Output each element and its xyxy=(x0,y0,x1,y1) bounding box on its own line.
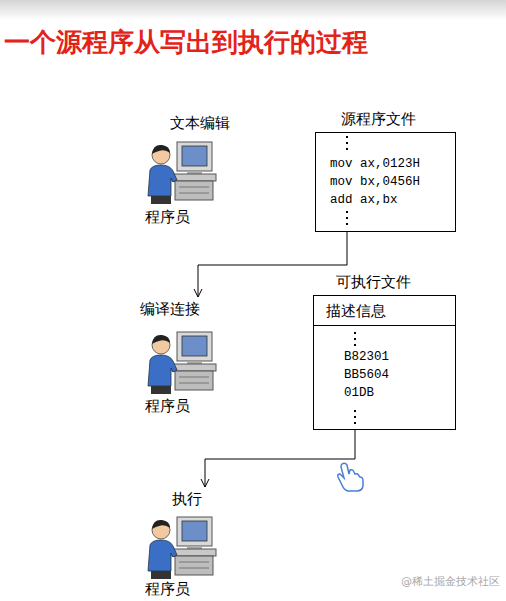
code-line: 01DB xyxy=(344,384,374,402)
hand-cursor xyxy=(338,463,363,491)
programmer-figure xyxy=(148,142,216,204)
role-label: 程序员 xyxy=(145,580,190,598)
programmer-station: 文本编辑程序员 xyxy=(140,112,255,230)
file-heading: 可执行文件 xyxy=(336,273,411,291)
code-line: mov ax,0123H xyxy=(330,155,420,173)
programmer-figure xyxy=(148,332,216,394)
executable-file-box: 可执行文件B82301BB560401DB描述信息 xyxy=(313,295,456,430)
file-heading: 源程序文件 xyxy=(341,110,416,128)
arrow-head xyxy=(194,289,202,297)
description-header-box: 描述信息 xyxy=(313,295,456,326)
programmer-station: 执行程序员 xyxy=(145,488,255,598)
header-label: 描述信息 xyxy=(326,302,386,320)
code-line: BB5604 xyxy=(344,366,389,384)
source-file-box: 源程序文件mov ax,0123Hmov bx,0456Hadd ax,bx xyxy=(315,132,456,232)
top-band xyxy=(0,0,506,20)
code-line: add ax,bx xyxy=(330,191,398,209)
step-label: 执行 xyxy=(172,490,202,508)
title-text: 一个源程序从写出到执行的过程 xyxy=(4,26,368,58)
flow-arrow xyxy=(194,232,347,297)
role-label: 程序员 xyxy=(145,208,190,226)
watermark: @稀土掘金技术社区 xyxy=(401,575,500,588)
programmer-figure xyxy=(148,517,216,579)
programmer-station: 编译连接程序员 xyxy=(135,298,250,418)
connector-line xyxy=(205,430,355,487)
step-label: 文本编辑 xyxy=(170,114,230,132)
flow-arrow xyxy=(201,430,355,487)
step-label: 编译连接 xyxy=(140,300,200,318)
arrow-head xyxy=(201,479,209,487)
role-label: 程序员 xyxy=(145,397,190,415)
code-line: mov bx,0456H xyxy=(330,173,420,191)
code-line: B82301 xyxy=(344,348,389,366)
connector-line xyxy=(198,232,347,297)
